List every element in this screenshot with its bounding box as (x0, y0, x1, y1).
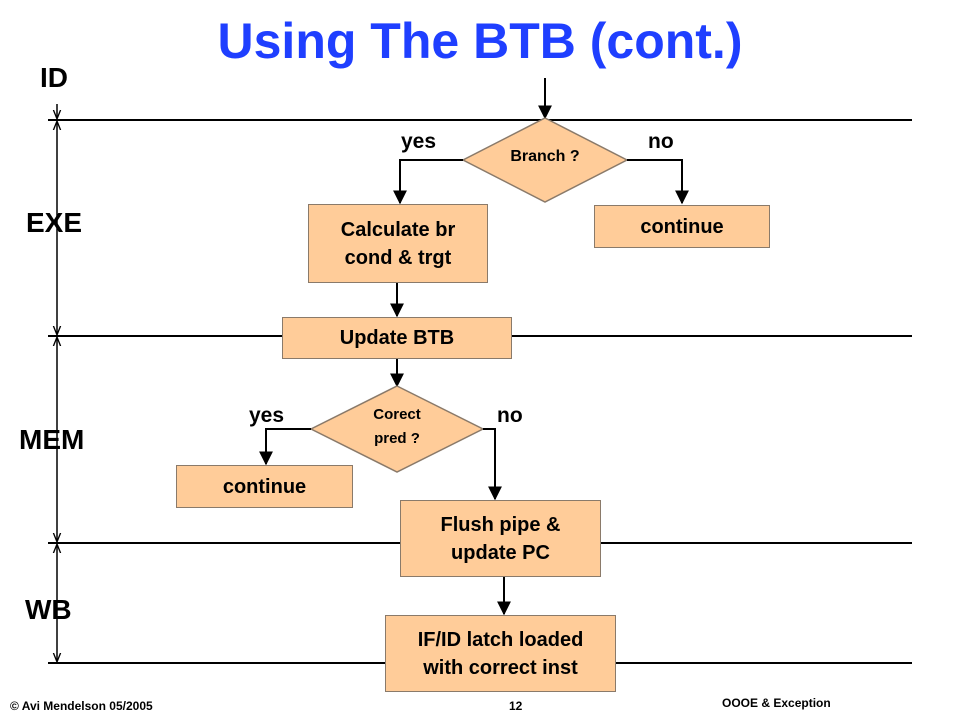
continue-top-box: continue (594, 205, 770, 248)
flush-box: Flush pipe & update PC (400, 500, 601, 577)
branch-yes-label: yes (401, 130, 437, 153)
stage-label-exe: EXE (26, 207, 83, 238)
branch-decision-label: Branch ? (510, 148, 580, 165)
pred-no-label: no (497, 404, 523, 427)
update-btb-box: Update BTB (282, 317, 512, 359)
footer-course: OOOE & Exception (722, 696, 831, 710)
arrow-branch-no (627, 159, 689, 205)
slide-title: Using The BTB (cont.) (217, 13, 743, 69)
branch-no-label: no (648, 130, 674, 153)
pred-yes-label: yes (249, 404, 285, 427)
footer-author: © Avi Mendelson 05/2005 (10, 699, 153, 713)
arrow-branch-yes (393, 159, 463, 205)
footer-page-number: 12 (509, 699, 523, 713)
arrow-pred-yes (259, 428, 311, 466)
stage-label-wb: WB (25, 594, 72, 625)
arrow-pred-no (483, 428, 502, 501)
continue-bottom-box: continue (176, 465, 353, 508)
pred-decision-label: Corect pred ? (373, 406, 421, 447)
ifid-box: IF/ID latch loaded with correct inst (385, 615, 616, 692)
branch-decision-diamond (461, 117, 629, 203)
stage-label-id: ID (40, 62, 68, 93)
pred-decision-diamond (309, 385, 485, 473)
stage-label-mem: MEM (19, 424, 85, 455)
calculate-box: Calculate br cond & trgt (308, 204, 488, 283)
